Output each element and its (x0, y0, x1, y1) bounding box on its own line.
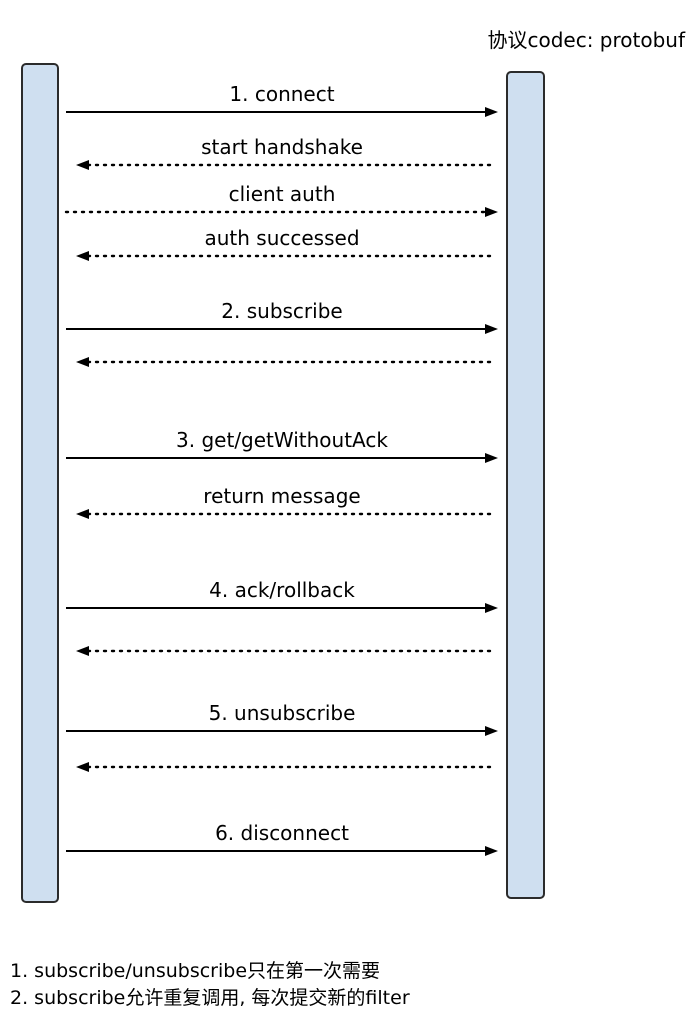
message-12 (76, 762, 492, 772)
client-lifeline (21, 63, 59, 903)
message-10 (76, 646, 492, 656)
arrowhead (76, 762, 89, 772)
notes: 1. subscribe/unsubscribe只在第一次需要 2. subsc… (10, 958, 690, 1012)
messages-layer: 1. connect start handshake client auth auth… (64, 82, 498, 856)
message-8: return message (76, 484, 492, 519)
arrowhead (76, 357, 89, 367)
message-label: 2. subscribe (221, 299, 342, 323)
message-7: 3. get/getWithoutAck (66, 428, 498, 463)
message-label: 6. disconnect (215, 821, 349, 845)
message-11: 5. unsubscribe (66, 701, 498, 736)
message-label: start handshake (201, 135, 363, 159)
note-line-2: 2. subscribe允许重复调用, 每次提交新的filter (10, 987, 410, 1009)
message-label: 1. connect (229, 82, 334, 106)
message-9: 4. ack/rollback (66, 578, 498, 613)
note-line-1: 1. subscribe/unsubscribe只在第一次需要 (10, 960, 381, 982)
arrowhead (485, 726, 498, 736)
message-5: 2. subscribe (66, 299, 498, 334)
message-1: 1. connect (66, 82, 498, 117)
message-13: 6. disconnect (66, 821, 498, 856)
arrowhead (76, 160, 89, 170)
server-lifeline (506, 71, 545, 899)
arrowhead (485, 846, 498, 856)
arrowhead (76, 509, 89, 519)
message-6 (76, 357, 492, 367)
message-label: 5. unsubscribe (209, 701, 356, 725)
message-label: 4. ack/rollback (209, 578, 355, 602)
arrowhead (485, 107, 498, 117)
message-label: 3. get/getWithoutAck (176, 428, 388, 452)
arrowhead (76, 251, 89, 261)
protocol-label: 协议codec: protobuf (487, 28, 685, 52)
message-4: auth successed (76, 226, 492, 261)
arrowhead (485, 324, 498, 334)
message-2: start handshake (76, 135, 492, 170)
message-label: return message (203, 484, 360, 508)
arrowhead (76, 646, 89, 656)
arrowhead (485, 603, 498, 613)
arrowhead (485, 207, 498, 217)
message-3: client auth (64, 182, 498, 217)
message-label: auth successed (204, 226, 359, 250)
arrowhead (485, 453, 498, 463)
message-label: client auth (229, 182, 336, 206)
